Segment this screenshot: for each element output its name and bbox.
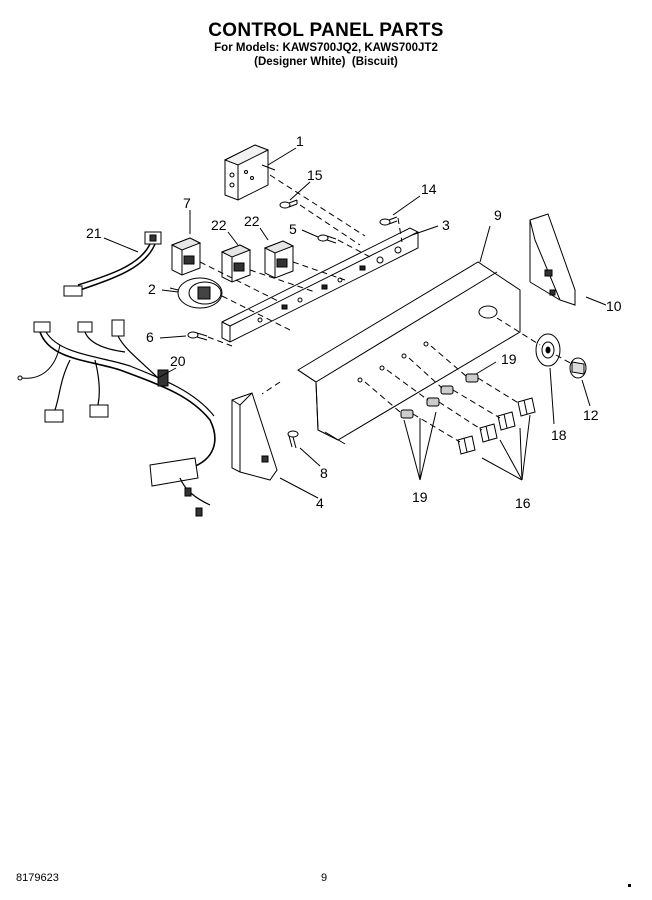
part-18-dial-skirt — [535, 333, 561, 367]
part-4-endcap — [231, 392, 278, 481]
part-2-timer — [169, 277, 223, 309]
corner-mark — [628, 884, 631, 887]
callout-labels: 1 15 14 7 22 22 5 3 9 21 2 10 6 20 19 12… — [86, 133, 622, 511]
callout-7: 7 — [183, 195, 191, 211]
page-title: CONTROL PANEL PARTS — [208, 20, 444, 41]
screw-8 — [287, 430, 299, 449]
callout-19b: 19 — [412, 489, 428, 505]
variant-biscuit: (Biscuit) — [351, 56, 398, 68]
callout-10: 10 — [606, 298, 622, 314]
callout-21: 21 — [86, 225, 102, 241]
part-22-switch-b — [263, 240, 295, 279]
alignment-lines — [199, 174, 573, 443]
callout-9: 9 — [494, 207, 502, 223]
callout-8: 8 — [320, 465, 328, 481]
callout-15: 15 — [307, 167, 323, 183]
page-number: 9 — [321, 872, 328, 884]
leader-lines — [103, 147, 607, 499]
callout-18: 18 — [551, 427, 567, 443]
callout-5: 5 — [289, 221, 297, 237]
callout-6: 6 — [146, 329, 154, 345]
document-number: 8179623 — [16, 872, 59, 884]
part-20-main-harness — [17, 319, 216, 517]
variant-designer-white: (Designer White) — [254, 56, 346, 68]
color-variants: (Designer White) (Biscuit) — [0, 56, 652, 68]
callout-22b: 22 — [244, 213, 260, 229]
part-12-timer-knob — [569, 357, 587, 379]
part-1-module — [223, 144, 276, 201]
part-22-switch-a — [220, 244, 252, 283]
model-list: For Models: KAWS700JQ2, KAWS700JT2 — [214, 42, 438, 54]
callout-2: 2 — [148, 281, 156, 297]
part-9-console — [297, 261, 521, 445]
callout-12: 12 — [583, 407, 599, 423]
callout-16: 16 — [515, 495, 531, 511]
screw-14 — [379, 216, 398, 226]
screw-5 — [317, 234, 337, 244]
callout-19a: 19 — [501, 351, 517, 367]
callout-14: 14 — [421, 181, 437, 197]
part-19-springs — [400, 373, 479, 419]
part-16-knobs — [457, 397, 536, 455]
callout-1: 1 — [296, 133, 304, 149]
part-7-switch — [170, 237, 202, 276]
part-21-harness — [63, 231, 162, 297]
callout-20: 20 — [170, 353, 186, 369]
part-10-endcap — [529, 213, 576, 306]
screw-15 — [279, 199, 298, 209]
screw-6 — [187, 331, 208, 341]
callout-4: 4 — [316, 495, 324, 511]
callout-3: 3 — [442, 217, 450, 233]
callout-22a: 22 — [211, 217, 227, 233]
